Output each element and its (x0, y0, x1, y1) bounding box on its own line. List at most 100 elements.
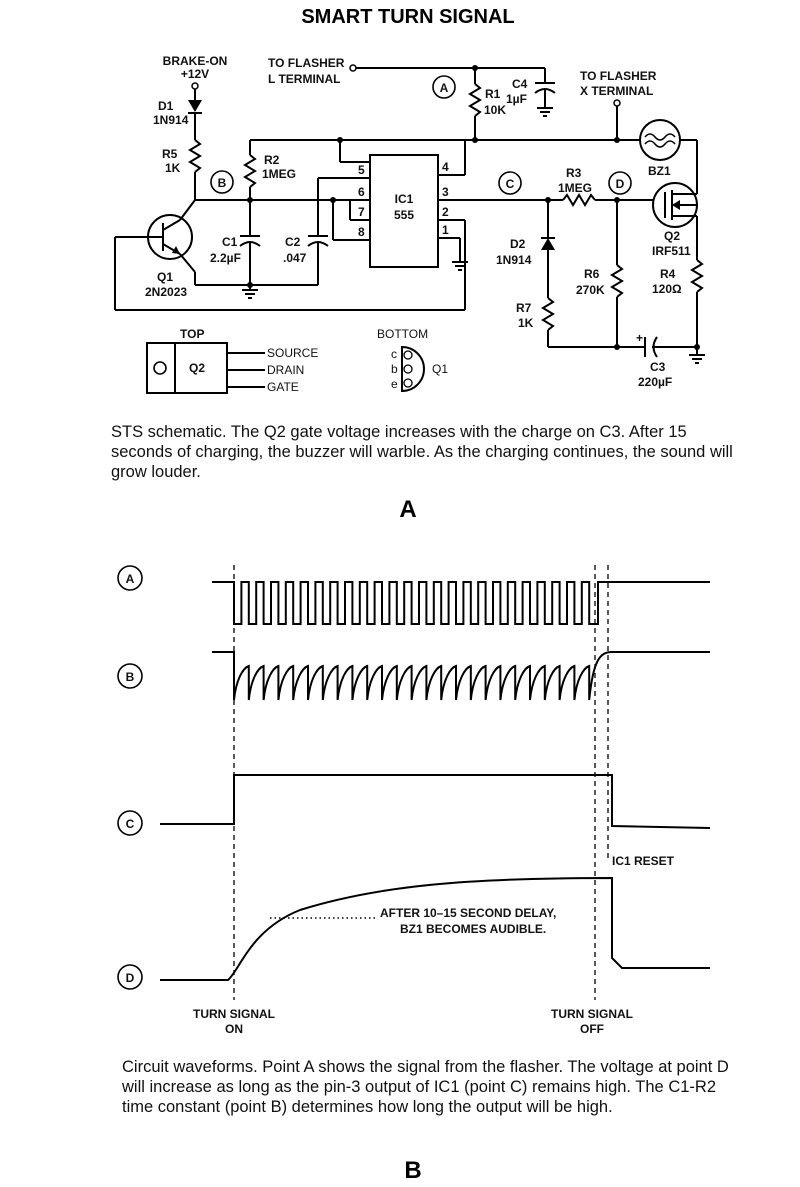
flasher-x-terminal (613, 99, 621, 107)
ic1-pin1: 1 (442, 223, 449, 237)
flasher-l-terminal (349, 64, 357, 72)
r5-label: R5 (162, 147, 178, 161)
r3-resistor (562, 193, 596, 207)
turn-off-label-2: OFF (580, 1022, 604, 1036)
waveform-marker-a: A (117, 565, 143, 591)
waveform-a (212, 581, 710, 625)
test-point-c-letter: C (506, 177, 515, 191)
pin-source: SOURCE (267, 346, 318, 360)
r3-value: 1MEG (558, 181, 592, 195)
test-point-a-schematic (432, 75, 456, 99)
q2-top-view (146, 342, 265, 394)
c1-label: C1 (222, 235, 238, 249)
c3-value: 220µF (638, 375, 672, 389)
ic1-pin2: 2 (442, 205, 449, 219)
r5-value: 1K (165, 161, 181, 175)
brake-volt-label: +12V (181, 67, 209, 81)
r2-resistor (243, 154, 257, 188)
waveform-caption: Circuit waveforms. Point A shows the sig… (122, 1058, 729, 1116)
pin-b: b (391, 362, 398, 376)
delay-annotation-line2: BZ1 BECOMES AUDIBLE. (400, 922, 546, 936)
figure-label-b: B (404, 1157, 421, 1184)
svg-text:B: B (126, 670, 135, 684)
c4-label: C4 (512, 77, 528, 91)
r7-value: 1K (518, 316, 534, 330)
test-point-b-letter: B (218, 176, 227, 190)
turn-off-label-1: TURN SIGNAL (551, 1007, 633, 1021)
q1-transistor (115, 199, 196, 273)
bottom-view-label: BOTTOM (377, 327, 428, 341)
d1-diode (188, 100, 202, 114)
c4-value: 1µF (506, 92, 527, 106)
d2-diode (541, 237, 555, 250)
c1-value: 2.2µF (210, 251, 241, 265)
bz1-label: BZ1 (648, 164, 671, 178)
ic1-pin7: 7 (358, 205, 365, 219)
r1-value: 10K (484, 103, 506, 117)
delay-annotation-line1: AFTER 10–15 SECOND DELAY, (380, 906, 556, 920)
pin-drain: DRAIN (267, 363, 304, 377)
r4-label: R4 (660, 267, 676, 281)
to-flasher-x-1: TO FLASHER (580, 69, 657, 83)
waveform-marker-b: B (117, 663, 143, 689)
waveforms: A B C D AFTER 10–15 SECOND DELAY, BZ1 BE… (117, 565, 711, 1036)
r1-label: R1 (485, 87, 501, 101)
r5-resistor (188, 139, 202, 173)
page-title: SMART TURN SIGNAL (301, 6, 514, 28)
r7-label: R7 (516, 301, 532, 315)
ic1-pin5: 5 (358, 163, 365, 177)
svg-text:C: C (126, 817, 135, 831)
c2-label: C2 (285, 235, 301, 249)
pin-gate: GATE (267, 380, 299, 394)
r6-value: 270K (576, 283, 605, 297)
test-point-a-letter: A (440, 81, 449, 95)
c3-plus: + (636, 331, 643, 345)
waveform-b (212, 651, 710, 701)
r6-label: R6 (584, 267, 600, 281)
ic1-555 (369, 154, 439, 268)
r4-resistor (690, 259, 704, 293)
ic1-part: 555 (394, 208, 414, 222)
pin-c: c (391, 347, 397, 361)
r3-label: R3 (566, 166, 582, 180)
turn-on-label-2: ON (225, 1022, 243, 1036)
q2-label: Q2 (664, 229, 680, 243)
schematic-caption: STS schematic. The Q2 gate voltage incre… (111, 423, 733, 481)
q1-bottom-view (401, 345, 425, 393)
ic1-pin6: 6 (358, 185, 365, 199)
to-flasher-l-1: TO FLASHER (268, 56, 345, 70)
waveform-marker-d: D (117, 964, 143, 990)
d2-part: 1N914 (496, 253, 532, 267)
test-point-c-schematic (498, 171, 522, 195)
svg-text:D: D (126, 971, 135, 985)
waveform-marker-c: C (117, 810, 143, 836)
c3-label: C3 (650, 360, 666, 374)
q2-top-label: Q2 (189, 361, 205, 375)
ic1-pin8: 8 (358, 225, 365, 239)
pin-e: e (391, 377, 398, 391)
top-view-label: TOP (180, 327, 204, 341)
schematic: BRAKE-ON +12V D1 1N914 R5 1K B (114, 54, 706, 394)
brake-on-label: BRAKE-ON (163, 54, 228, 68)
figure-label-a: A (399, 496, 416, 523)
test-point-d-letter: D (616, 177, 625, 191)
d1-part: 1N914 (153, 113, 189, 127)
ic1-pin3: 3 (442, 185, 449, 199)
q1-label: Q1 (157, 270, 173, 284)
r6-resistor (610, 264, 624, 298)
test-point-b-schematic (210, 170, 234, 194)
to-flasher-l-2: L TERMINAL (268, 72, 340, 86)
q2-part: IRF511 (652, 244, 691, 258)
ic1-pin4: 4 (442, 160, 449, 174)
d1-label: D1 (158, 99, 174, 113)
q1-bottom-label: Q1 (432, 362, 448, 376)
waveform-c (160, 774, 711, 829)
ic1-label: IC1 (395, 192, 414, 206)
svg-text:A: A (126, 572, 135, 586)
test-point-d-schematic (608, 171, 632, 195)
r7-resistor (541, 297, 555, 331)
q2-mosfet (652, 182, 698, 260)
ic1-reset-label: IC1 RESET (612, 854, 675, 868)
waveform-d (160, 876, 710, 981)
